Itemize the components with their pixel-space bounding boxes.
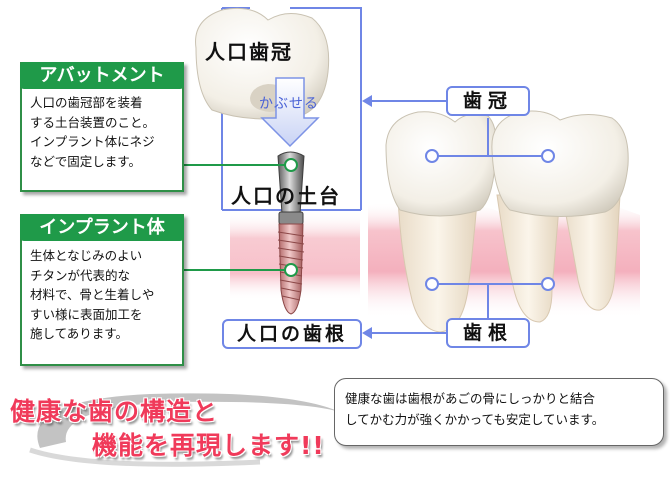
implant-callout-dot bbox=[284, 263, 298, 277]
crown-arrow-head bbox=[362, 95, 372, 107]
implant-callout: インプラント体 生体となじみのよい チタンが代表的な 材料で、骨と生着しや すい… bbox=[20, 214, 184, 366]
slogan-line-2: 機能を再現します!! bbox=[92, 431, 325, 460]
pill-artificial-root: 人口の歯根 bbox=[222, 319, 362, 349]
label-artificial-abutment: 人口の土台 bbox=[231, 184, 341, 208]
healthy-tooth-info: 健康な歯は歯根があごの骨にしっかりと結合 してかむ力が強くかかっても安定していま… bbox=[334, 378, 664, 446]
down-arrow bbox=[260, 77, 320, 148]
root-dot-right bbox=[541, 277, 555, 291]
implant-callout-text: 生体となじみのよい チタンが代表的な 材料で、骨と生着しや すい様に表面加工を … bbox=[30, 248, 155, 341]
abutment-callout-title: アバットメント bbox=[20, 62, 184, 89]
right-tooth-crown bbox=[491, 110, 629, 217]
pill-root: 歯根 bbox=[446, 318, 530, 348]
implant-callout-title: インプラント体 bbox=[20, 214, 184, 241]
label-artificial-crown: 人口歯冠 bbox=[205, 40, 293, 64]
abutment-collar bbox=[278, 211, 304, 225]
left-tooth-root bbox=[397, 189, 479, 333]
crown-bracket bbox=[290, 7, 362, 210]
right-tooth-root-1 bbox=[496, 194, 561, 323]
abutment-callout-text: 人口の歯冠部を装着 する土台装置のこと。 インプラント体にネジ などで固定します… bbox=[30, 95, 156, 169]
left-tooth-crown bbox=[385, 111, 497, 217]
slogan-line-1: 健康な歯の構造と bbox=[10, 397, 219, 426]
root-arrow-head bbox=[362, 327, 372, 339]
root-dot-left bbox=[425, 277, 439, 291]
crown-dot-right bbox=[541, 149, 555, 163]
pill-crown: 歯冠 bbox=[446, 86, 530, 116]
right-tooth-root-2 bbox=[561, 194, 621, 311]
abutment-callout: アバットメント 人口の歯冠部を装着 する土台装置のこと。 インプラント体にネジ … bbox=[20, 62, 184, 192]
slogan-swoosh bbox=[37, 393, 340, 448]
abutment-callout-dot bbox=[284, 158, 298, 172]
label-kabuseru: かぶせる bbox=[259, 96, 319, 112]
crown-dot-left bbox=[425, 149, 439, 163]
